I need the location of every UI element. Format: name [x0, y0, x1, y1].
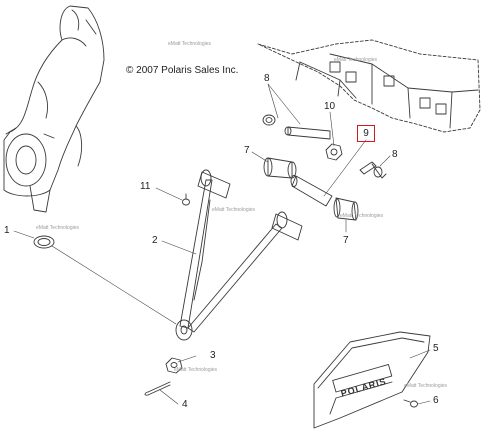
callout-9: 9	[363, 128, 369, 139]
callout-4: 4	[182, 399, 188, 410]
dust-boot	[33, 235, 55, 249]
a-arm	[175, 169, 303, 341]
watermark: eMatt Technologies	[340, 213, 383, 219]
watermark: eMatt Technologies	[404, 383, 447, 389]
bolt-right	[359, 161, 387, 179]
grease-fitting	[182, 193, 190, 206]
callout-5: 5	[433, 343, 439, 354]
callout-3: 3	[210, 350, 216, 361]
nut-3	[165, 357, 183, 374]
watermark: eMatt Technologies	[334, 57, 377, 63]
callout-2: 2	[152, 235, 158, 246]
watermark: eMatt Technologies	[174, 367, 217, 373]
watermark: eMatt Technologies	[36, 225, 79, 231]
screw-6	[403, 399, 418, 408]
callout-10: 10	[324, 101, 336, 112]
bushing-right	[333, 197, 359, 221]
cotter-pin	[144, 381, 171, 396]
watermark: eMatt Technologies	[168, 41, 211, 47]
watermark: eMatt Technologies	[212, 207, 255, 213]
copyright-notice: © 2007 Polaris Sales Inc.	[126, 65, 239, 76]
bushing-left	[263, 157, 297, 179]
callout-9-highlight: 9	[357, 125, 375, 142]
a-arm-guard	[313, 331, 431, 429]
nut-10	[325, 143, 343, 161]
callout-7-right: 7	[343, 235, 349, 246]
callout-1: 1	[4, 225, 10, 236]
leader-lines	[13, 83, 431, 405]
callout-8-right: 8	[392, 149, 398, 160]
frame-section	[257, 39, 481, 133]
bolt-upper	[262, 114, 331, 140]
pivot-sleeve	[290, 175, 333, 207]
callout-11: 11	[140, 181, 151, 192]
callout-8-upper: 8	[264, 73, 270, 84]
spindle-knuckle	[3, 5, 105, 213]
callout-7-left: 7	[244, 145, 250, 156]
callout-6: 6	[433, 395, 439, 406]
